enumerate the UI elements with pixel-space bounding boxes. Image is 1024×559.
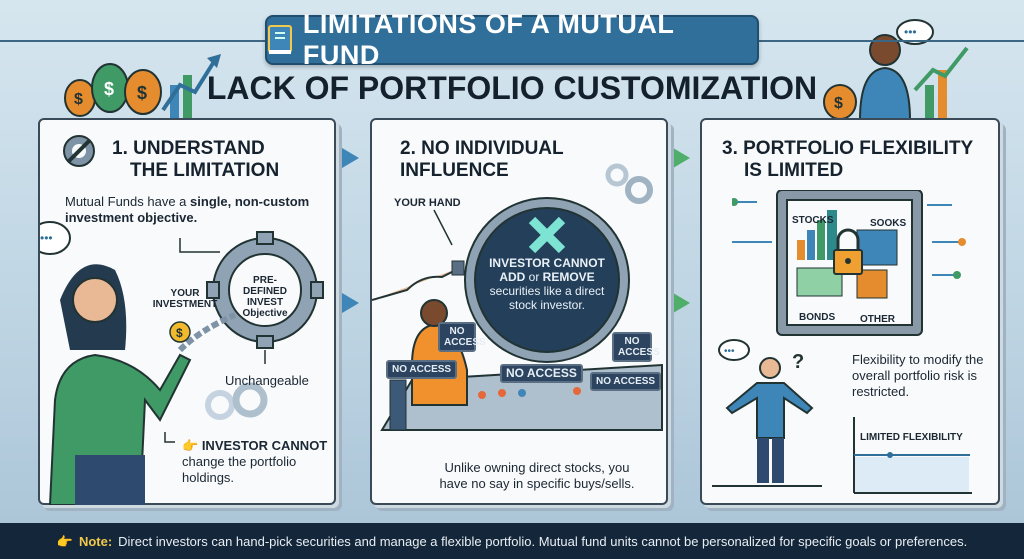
screen-or: or: [525, 270, 543, 284]
divider: [759, 40, 1024, 42]
panel-title: 2. NO INDIVIDUAL: [400, 138, 564, 159]
intro-bold: single, non-custom investment objective.: [65, 194, 310, 225]
arrow-right-icon: [668, 145, 690, 171]
arrow-right-icon: [337, 145, 359, 171]
pointing-hand-icon: 👉: [182, 438, 199, 453]
note-label: Note:: [78, 533, 113, 549]
panel-intro: Mutual Funds have a single, non-custom i…: [65, 194, 335, 226]
label-your-investment: YOUR INVESTMENT: [152, 288, 218, 310]
screen-text: securities like a direct stock investor.: [489, 284, 605, 312]
panel-title: THE LIMITATION: [130, 160, 280, 181]
intro-text: Mutual Funds have a: [65, 194, 191, 209]
panel-title: IS LIMITED: [744, 160, 844, 181]
svg-text:•••: •••: [40, 231, 53, 245]
divider: [0, 40, 265, 42]
svg-text:$: $: [74, 91, 83, 108]
arrow-right-icon: [668, 290, 690, 316]
banner-title: LIMITATIONS OF A MUTUAL FUND: [302, 9, 674, 70]
panel-title: INFLUENCE: [400, 160, 509, 181]
label-unchangeable: Unchangeable: [225, 373, 309, 388]
vault-label-stocks: STOCKS: [792, 215, 834, 226]
note-text: Direct investors can hand-pick securitie…: [118, 533, 968, 549]
book-icon: [268, 25, 292, 54]
page-title: LACK OF PORTFOLIO CUSTOMIZATION: [206, 70, 818, 106]
panel-title: 1. UNDERSTAND: [112, 138, 265, 159]
screen-bold: INVESTOR CANNOT: [489, 256, 605, 270]
panel-title: 3. PORTFOLIO FLEXIBILITY: [722, 138, 974, 159]
gear-chain-icon: [63, 135, 95, 167]
locked-vault-illustration: [732, 190, 966, 336]
control-panel-illustration: [372, 197, 663, 431]
footer-note: 👉 Note: Direct investors can hand-pick s…: [0, 523, 1024, 559]
svg-text:$: $: [137, 83, 147, 103]
screen-add: ADD: [499, 270, 526, 284]
no-access-badge: NO ACCESS: [438, 322, 486, 352]
limited-flexibility-chart: [853, 417, 972, 494]
no-access-badge: NO ACCESS: [590, 372, 662, 391]
screen-remove: REMOVE: [542, 270, 595, 284]
woman-chained-to-gear-illustration: $ •••: [40, 221, 324, 505]
gears-icon: [605, 163, 653, 204]
screen-message: INVESTOR CANNOT ADD or REMOVE securities…: [482, 256, 612, 312]
callout-bold: INVESTOR CANNOT: [201, 438, 328, 453]
panel-caption: Unlike owning direct stocks, you have no…: [439, 460, 635, 491]
confused-man-with-tools-illustration: ••• ?: [712, 339, 822, 487]
panel-caption: Flexibility to modify the overall portfo…: [852, 352, 984, 399]
arrow-right-icon: [337, 290, 359, 316]
svg-text:?: ?: [792, 351, 804, 373]
chart-label: LIMITED FLEXIBILITY: [860, 432, 963, 443]
svg-text:$: $: [104, 79, 114, 99]
vault-label-other: OTHER: [860, 314, 895, 325]
svg-text:$: $: [176, 326, 183, 340]
callout-text: change the portfolio holdings.: [182, 454, 297, 485]
pointing-hand-icon: 👉: [56, 533, 73, 549]
money-bags-growth-icon: $ $ $: [64, 54, 221, 118]
label-your-hand: YOUR HAND: [394, 197, 461, 209]
thinking-investor-illustration: ••• $: [823, 19, 969, 120]
svg-text:$: $: [834, 95, 843, 112]
svg-text:•••: •••: [904, 25, 917, 39]
svg-text:•••: •••: [724, 346, 735, 357]
vault-label-sooks: SOOKS: [870, 218, 907, 229]
no-access-badge: NO ACCESS: [500, 364, 583, 383]
label-predefined-objective: PRE-DEFINED INVEST Objective: [242, 275, 288, 319]
vault-label-bonds: BONDS: [799, 312, 836, 323]
no-access-badge: NO ACCESS: [612, 332, 660, 362]
no-access-badge: NO ACCESS: [386, 360, 458, 379]
header-banner: LIMITATIONS OF A MUTUAL FUND: [265, 9, 759, 70]
